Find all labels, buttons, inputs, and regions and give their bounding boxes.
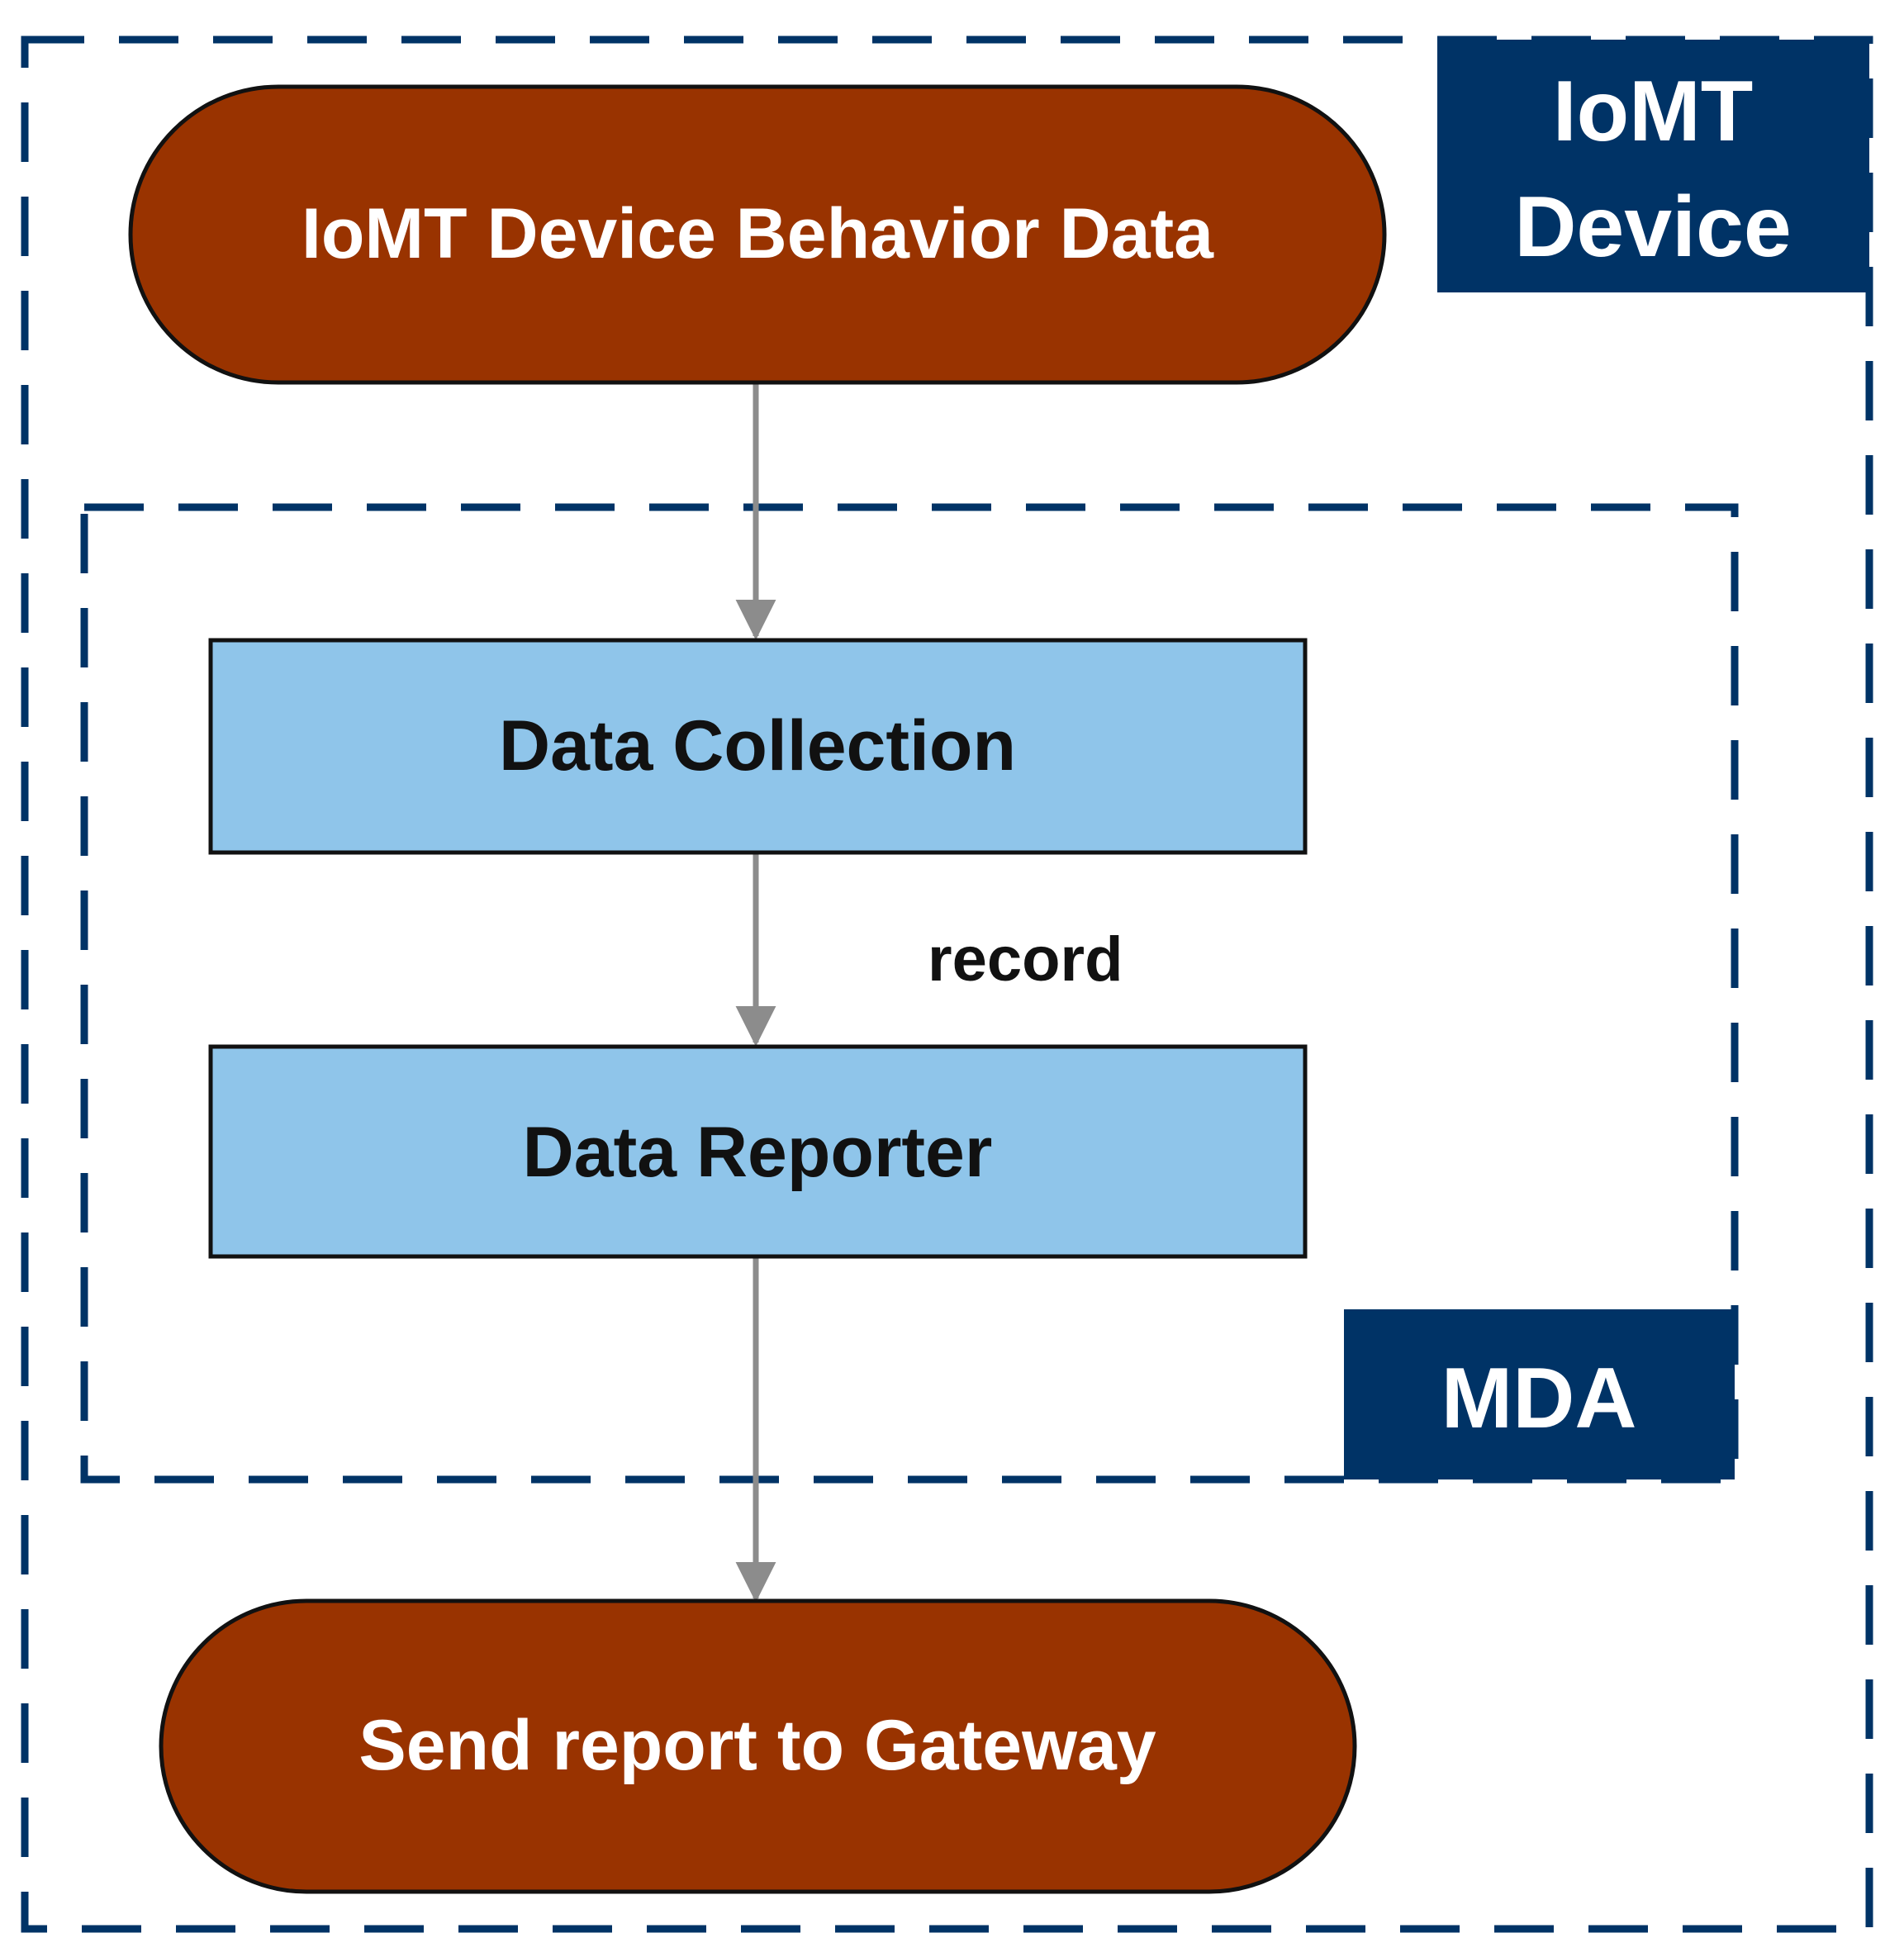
node-send-report-to-gateway <box>159 1598 1357 1894</box>
node-data-collection-label: Data Collection <box>499 706 1016 786</box>
node-data-collection <box>208 638 1308 855</box>
iomt-device-label-box <box>1437 40 1869 292</box>
mda-container <box>80 503 1739 1484</box>
iomt-device-label-line2: Device <box>1514 179 1791 275</box>
node-send-report-to-gateway-label: Send report to Gateway <box>358 1706 1156 1785</box>
iomt-device-label-line1: IoMT <box>1553 64 1754 159</box>
node-data-reporter <box>208 1044 1308 1259</box>
node-iomt-device-behavior-data <box>128 84 1387 385</box>
edge-label-record: record <box>928 924 1123 995</box>
node-iomt-device-behavior-data-label: IoMT Device Behavior Data <box>302 194 1214 273</box>
mda-label-box <box>1344 1309 1735 1479</box>
iomt-device-container <box>21 36 1873 1933</box>
node-data-reporter-label: Data Reporter <box>523 1113 993 1192</box>
mda-label: MDA <box>1441 1351 1637 1446</box>
